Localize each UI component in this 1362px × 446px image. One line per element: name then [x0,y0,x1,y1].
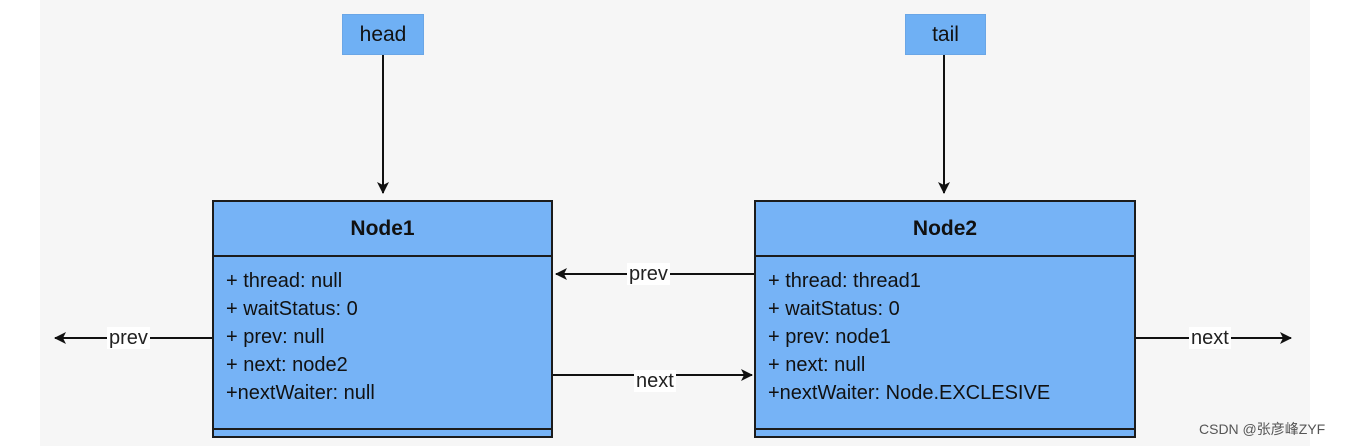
node2-to-node1-prev-label: prev [627,263,670,285]
tail-label: tail [932,22,959,46]
tail-pointer: tail [905,14,986,55]
node1-fields: + thread: null + waitStatus: 0 + prev: n… [214,257,551,407]
node2-field-prev: + prev: node1 [768,326,891,348]
node1-field-waitstatus: + waitStatus: 0 [226,298,358,320]
head-pointer: head [342,14,424,55]
head-label: head [359,22,407,46]
node2-field-nextwaiter: +nextWaiter: Node.EXCLESIVE [768,382,1051,404]
node1-field-thread: + thread: null [226,270,343,292]
node2-title: Node2 [756,202,1134,257]
watermark-credit: CSDN @张彦峰ZYF [1199,421,1326,437]
node2-field-thread: + thread: thread1 [768,270,921,292]
node2-method-divider [756,428,1134,430]
node1-field-next: + next: node2 [226,354,348,376]
node2-box: Node2 + thread: thread1 + waitStatus: 0 … [754,200,1136,438]
right-next-label: next [1189,327,1231,349]
node2-field-next: + next: null [768,354,866,376]
node1-title: Node1 [214,202,551,257]
node2-field-waitstatus: + waitStatus: 0 [768,298,900,320]
node1-field-prev: + prev: null [226,326,325,348]
node1-to-node2-next-label: next [634,370,676,392]
node2-fields: + thread: thread1 + waitStatus: 0 + prev… [756,257,1134,407]
node1-field-nextwaiter: +nextWaiter: null [226,382,375,404]
left-prev-label: prev [107,327,150,349]
node1-method-divider [214,428,551,430]
node1-box: Node1 + thread: null + waitStatus: 0 + p… [212,200,553,438]
